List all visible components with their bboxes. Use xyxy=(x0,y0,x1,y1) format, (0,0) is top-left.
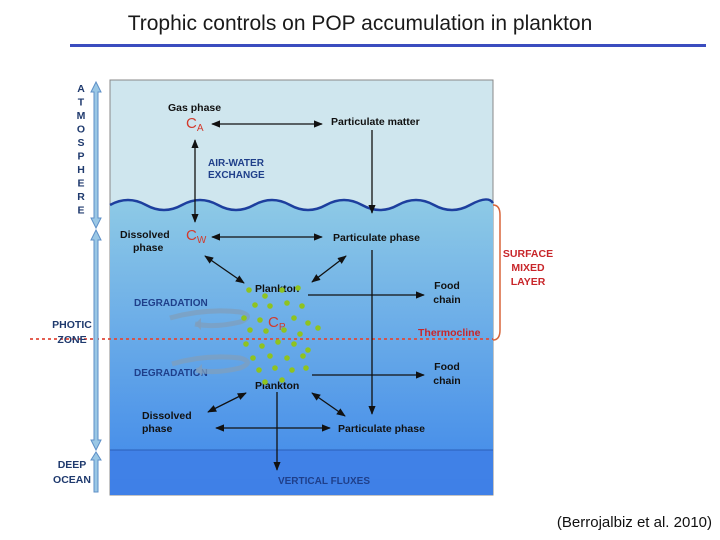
conc-water: CW xyxy=(186,227,207,246)
plankton-cell xyxy=(279,287,285,293)
particulate-phase-bottom-label: Particulate phase xyxy=(338,423,425,435)
plankton-cell xyxy=(279,377,285,383)
plankton-cell xyxy=(267,353,273,359)
deep-ocean-label-2: OCEAN xyxy=(53,474,91,486)
particulate-phase-top-label: Particulate phase xyxy=(333,232,420,244)
arrow-dissolved-plankton-bottom xyxy=(207,392,247,413)
plankton-cell xyxy=(256,367,262,373)
deep-ocean-layer xyxy=(110,450,493,495)
left-scale-arrows xyxy=(90,80,102,493)
plankton-cell xyxy=(295,285,301,291)
food-chain-top-2: chain xyxy=(433,294,460,306)
citation: (Berrojalbiz et al. 2010) xyxy=(556,514,712,531)
plankton-cell xyxy=(281,327,287,333)
plankton-bottom-label: Plankton xyxy=(255,380,299,392)
plankton-cell xyxy=(267,303,273,309)
food-chain-bottom-1: Food xyxy=(434,361,460,373)
plankton-cell xyxy=(247,327,253,333)
flow-arrows xyxy=(191,120,425,471)
plankton-cell xyxy=(257,317,263,323)
photic-label-1: PHOTIC xyxy=(52,319,92,331)
surface-mixed-label-3: LAYER xyxy=(511,276,546,288)
plankton-cell xyxy=(262,379,268,385)
degradation-bottom-label: DEGRADATION xyxy=(134,368,208,379)
dissolved-phase-top-1: Dissolved xyxy=(120,229,170,241)
particulate-matter-label: Particulate matter xyxy=(331,116,420,128)
title-underline xyxy=(70,44,706,47)
degradation-swirl-bottom xyxy=(171,354,250,376)
degradation-top-label: DEGRADATION xyxy=(134,298,208,309)
plankton-cell xyxy=(284,355,290,361)
dissolved-phase-bottom-2: phase xyxy=(142,423,173,435)
plankton-cell xyxy=(299,303,305,309)
plankton-top-label: Plankton xyxy=(255,283,299,295)
atmosphere-letter: S xyxy=(77,137,84,149)
conc-plankton: CP xyxy=(268,314,286,333)
atmosphere-letter: M xyxy=(77,110,86,122)
arrow-particulate-plankton-bottom xyxy=(311,392,346,417)
thermocline-label: Thermocline xyxy=(418,327,481,339)
plankton-cell xyxy=(305,347,311,353)
plankton-cell xyxy=(259,343,265,349)
deep-ocean-label-1: DEEP xyxy=(58,459,87,471)
plankton-cell xyxy=(262,293,268,299)
plankton-cell xyxy=(241,315,247,321)
air-water-label-1: AIR-WATER xyxy=(208,158,265,169)
atmosphere-letter: A xyxy=(77,83,85,95)
degradation-swirl-top xyxy=(169,308,250,330)
air-water-label-2: EXCHANGE xyxy=(208,170,265,181)
plankton-cell xyxy=(263,328,269,334)
surface-layer-bracket xyxy=(492,204,501,341)
atmosphere-letter: O xyxy=(77,124,85,136)
plankton-cell xyxy=(291,341,297,347)
food-chain-bottom-2: chain xyxy=(433,375,460,387)
food-chain-top-1: Food xyxy=(434,280,460,292)
atmosphere-letter: E xyxy=(77,178,84,190)
plankton-cell xyxy=(252,302,258,308)
arrow-particulate-plankton-top xyxy=(311,255,347,283)
plankton-cell xyxy=(303,365,309,371)
plankton-cell xyxy=(300,353,306,359)
atmosphere-letter: H xyxy=(77,164,85,176)
atmosphere-letter: E xyxy=(77,205,84,217)
photic-label-2: ZONE xyxy=(57,334,86,346)
atmosphere-letter: R xyxy=(77,191,85,203)
arrow-dissolved-plankton-top xyxy=(204,255,245,284)
plankton-cell xyxy=(284,300,290,306)
plankton-cell xyxy=(272,365,278,371)
atmosphere-letter: P xyxy=(77,151,84,163)
plankton-cell xyxy=(289,367,295,373)
slide-title: Trophic controls on POP accumulation in … xyxy=(127,12,593,35)
atmosphere-letter: T xyxy=(78,97,85,109)
conc-air: CA xyxy=(186,115,204,134)
plankton-cell xyxy=(297,331,303,337)
dissolved-phase-bottom-1: Dissolved xyxy=(142,410,192,422)
plankton-cell xyxy=(250,355,256,361)
plankton-cell xyxy=(305,320,311,326)
sea-surface-wave xyxy=(109,198,495,212)
plankton-cell xyxy=(275,339,281,345)
plankton-cell xyxy=(291,315,297,321)
surface-mixed-label-1: SURFACE xyxy=(503,248,553,260)
surface-mixed-label-2: MIXED xyxy=(511,262,545,274)
gas-phase-label: Gas phase xyxy=(168,102,221,114)
vertical-fluxes-label: VERTICAL FLUXES xyxy=(278,476,370,487)
plankton-cell xyxy=(315,325,321,331)
plankton-cells xyxy=(241,285,321,385)
plankton-cell xyxy=(246,287,252,293)
dissolved-phase-top-2: phase xyxy=(133,242,164,254)
plankton-cell xyxy=(243,341,249,347)
